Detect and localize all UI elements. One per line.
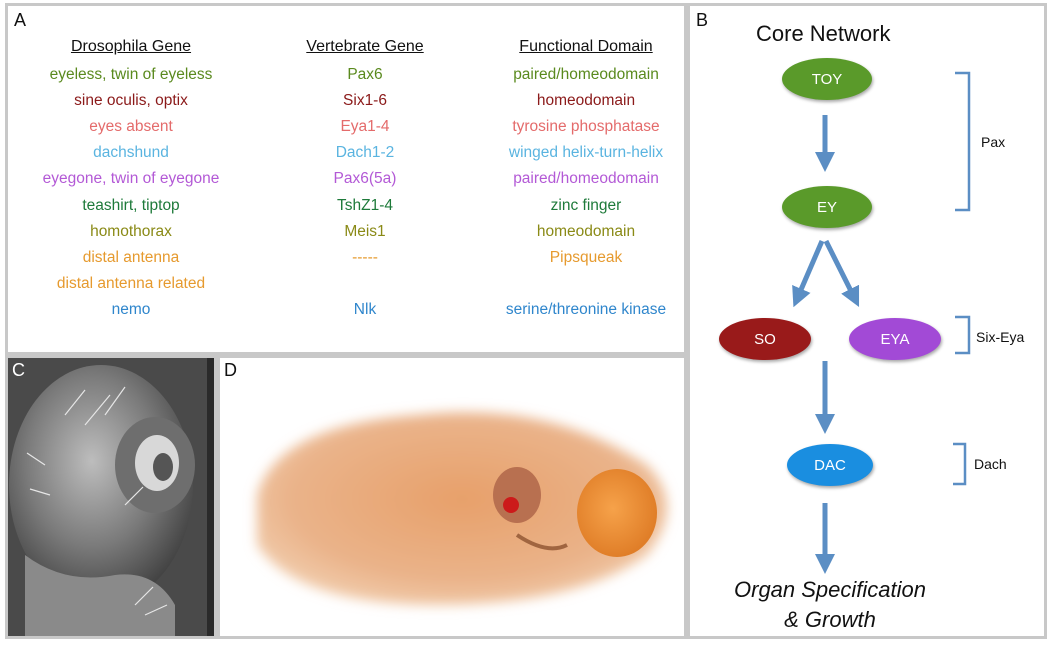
arrow-ey-to-so — [792, 240, 825, 308]
node-eya: EYA — [849, 318, 941, 360]
output-label-line2: & Growth — [784, 607, 876, 632]
drosophila-gene-cell: nemo — [111, 300, 151, 318]
vertebrate-gene-cell: Pax6(5a) — [333, 170, 397, 188]
panel-a-gene-table: A Drosophila Gene Vertebrate Gene Functi… — [5, 3, 687, 355]
functional-domain-cell: zinc finger — [550, 196, 622, 214]
drosophila-gene-cell: eyeless, twin of eyeless — [49, 66, 213, 83]
group-label-six-eya: Six-Eya — [976, 329, 1025, 345]
vertebrate-gene-cell: Pax6 — [347, 66, 383, 83]
drosophila-gene-cell: eyegone, twin of eyegone — [42, 170, 220, 188]
group-label-pax: Pax — [981, 134, 1006, 150]
bracket-dach — [953, 442, 967, 486]
functional-domain-cell: paired/homeodomain — [513, 170, 659, 188]
header-vertebrate-gene: Vertebrate Gene — [306, 38, 424, 55]
group-label-dach: Dach — [974, 456, 1007, 472]
functional-domain-cell: homeodomain — [536, 92, 636, 110]
functional-domain-cell: homeodomain — [536, 222, 636, 240]
drosophila-gene-cell: sine oculis, optix — [74, 92, 188, 110]
vertebrate-gene-cell: Six1-6 — [343, 92, 387, 110]
panel-a-label: A — [14, 10, 27, 30]
panel-b-core-network: B Core Network TOY EY SO EYA DAC Pax Six… — [687, 3, 1047, 639]
functional-domain-cell: serine/threonine kinase — [505, 300, 667, 318]
functional-domain-cell: tyrosine phosphatase — [512, 118, 660, 136]
header-functional-domain: Functional Domain — [519, 38, 653, 55]
vertebrate-gene-cell: Nlk — [353, 300, 377, 318]
drosophila-gene-cell: distal antenna related — [56, 274, 206, 292]
panel-d-photo: D — [217, 355, 687, 639]
drosophila-gene-cell: homothorax — [90, 222, 172, 240]
fly-pupa-photo — [220, 358, 684, 636]
bracket-pax — [955, 71, 971, 212]
panel-b-label: B — [696, 10, 709, 30]
functional-domain-cell: winged helix-turn-helix — [508, 144, 664, 162]
node-ey: EY — [782, 186, 872, 228]
functional-domain-cell: Pipsqueak — [549, 248, 623, 266]
network-arrows — [792, 71, 971, 574]
output-label-line1: Organ Specification — [734, 577, 926, 602]
sem-fly-head-image — [8, 358, 214, 636]
vertebrate-gene-cell: ----- — [352, 248, 378, 266]
vertebrate-gene-cell: TshZ1-4 — [337, 196, 393, 214]
node-toy: TOY — [782, 58, 872, 100]
header-drosophila-gene: Drosophila Gene — [70, 38, 192, 55]
network-title: Core Network — [756, 21, 891, 46]
bracket-six-eya — [955, 315, 971, 355]
arrow-ey-to-eya — [823, 239, 860, 308]
drosophila-gene-cell: dachshund — [93, 144, 169, 162]
drosophila-gene-cell: eyes absent — [89, 118, 173, 136]
panel-c-label: C — [12, 360, 25, 380]
vertebrate-gene-cell: Meis1 — [344, 222, 386, 240]
panel-d-label: D — [224, 360, 237, 380]
node-so: SO — [719, 318, 811, 360]
drosophila-gene-cell: teashirt, tiptop — [82, 196, 180, 214]
functional-domain-cell: paired/homeodomain — [513, 66, 659, 83]
vertebrate-gene-cell: Dach1-2 — [335, 144, 395, 162]
panel-c-sem-image: C — [5, 355, 217, 639]
drosophila-gene-cell: distal antenna — [82, 248, 180, 266]
vertebrate-gene-cell: Eya1-4 — [340, 118, 390, 136]
node-dac: DAC — [787, 444, 873, 486]
